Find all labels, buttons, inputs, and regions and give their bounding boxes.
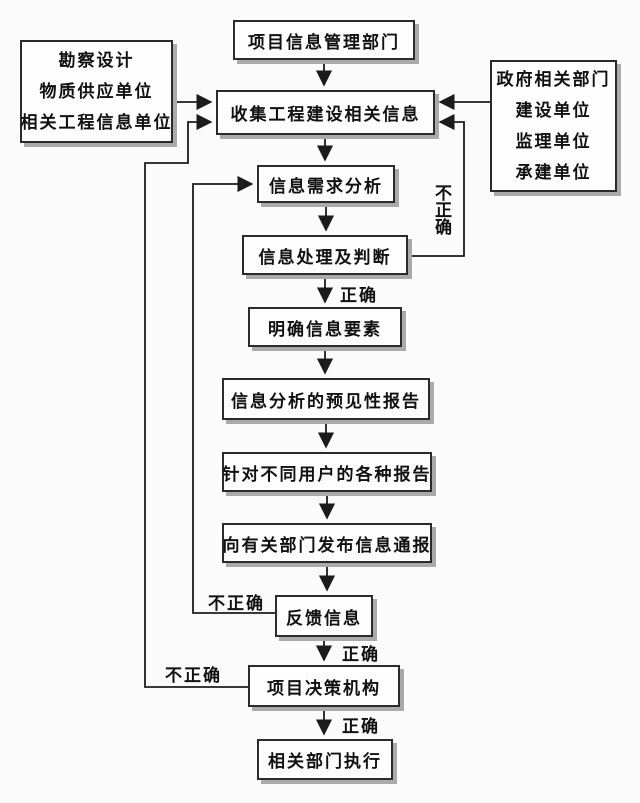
left-source-survey-design: 勘察设计 <box>58 51 135 70</box>
node-right-sources: 政府相关部门 建设单位 监理单位 承建单位 <box>490 60 617 192</box>
node-left-sources: 勘察设计 物质供应单位 相关工程信息单位 <box>20 40 173 143</box>
node-process-judge: 信息处理及判断 <box>242 235 408 275</box>
node-decision-body: 项目决策机构 <box>248 665 400 707</box>
node-execute: 相关部门执行 <box>257 739 393 780</box>
node-feedback-info: 反馈信息 <box>275 595 373 637</box>
node-user-reports: 针对不同用户的各种报告 <box>222 452 432 492</box>
edge-label-decision-correct: 正确 <box>342 717 380 736</box>
right-source-supervision-unit: 监理单位 <box>515 132 592 151</box>
node-demand-analysis: 信息需求分析 <box>257 165 395 203</box>
edge-label-process-incorrect: 不正确 <box>435 184 452 237</box>
edge-label-feedback-correct: 正确 <box>342 645 380 664</box>
left-source-related-info-units: 相关工程信息单位 <box>20 113 173 132</box>
node-notify-departments: 向有关部门发布信息通报 <box>222 523 432 563</box>
node-collect-info: 收集工程建设相关信息 <box>216 90 435 135</box>
edge-label-feedback-incorrect: 不正确 <box>208 594 265 613</box>
edge-label-process-correct: 正确 <box>340 286 378 305</box>
right-source-construction-unit: 建设单位 <box>515 101 592 120</box>
node-forecast-report: 信息分析的预见性报告 <box>222 378 430 420</box>
left-source-material-supply: 物质供应单位 <box>39 82 154 101</box>
node-clarify-elements: 明确信息要素 <box>248 307 402 347</box>
right-source-contractor-unit: 承建单位 <box>515 163 592 182</box>
right-source-government: 政府相关部门 <box>496 70 611 89</box>
node-project-info-dept: 项目信息管理部门 <box>233 20 415 60</box>
edge-label-decision-incorrect: 不正确 <box>165 666 222 685</box>
